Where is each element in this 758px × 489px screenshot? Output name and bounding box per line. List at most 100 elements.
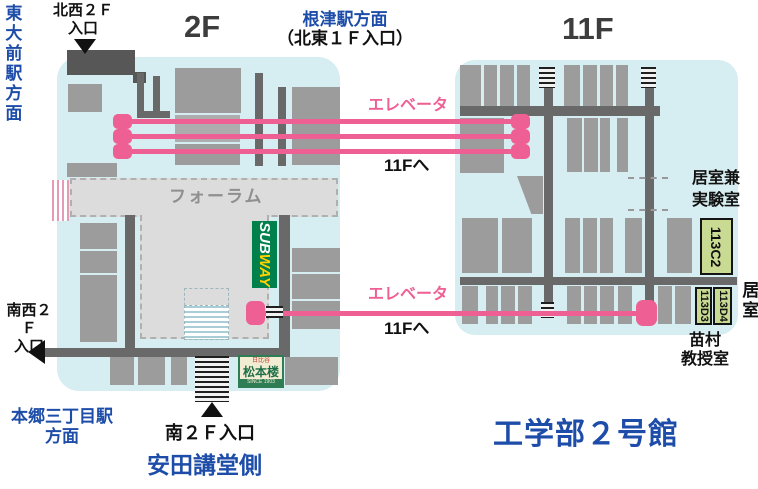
- direction-nezu-entrance-sub: （北東１Ｆ入口）: [277, 29, 413, 48]
- room-block: [616, 65, 628, 106]
- elevator-line: [128, 119, 523, 124]
- stairs-icon: [266, 306, 283, 318]
- entrance-block: [67, 50, 135, 75]
- elevator-dest-top: 11Fへ: [384, 156, 430, 175]
- room-113c2-label: 113C2: [708, 226, 725, 267]
- room-113d3-label: 113D3: [697, 290, 710, 322]
- entrance-northwest-label: 北西２Ｆ 入口: [52, 2, 113, 37]
- room-block: [583, 65, 597, 106]
- elevator-line: [128, 134, 523, 139]
- corridor: [137, 111, 170, 118]
- entrance-arrow-left-icon: [28, 340, 45, 364]
- room-block: [68, 84, 102, 112]
- corridor: [278, 87, 286, 166]
- corridor: [137, 73, 144, 117]
- room-113d3: 113D3: [695, 287, 712, 325]
- elevator-node: [511, 129, 530, 144]
- direction-hongo3-station: 本郷三丁目駅 方面: [11, 407, 113, 447]
- room-block: [583, 218, 597, 273]
- lab-rooms-label: 居室兼 実験室: [691, 170, 740, 209]
- room-block: [500, 65, 514, 106]
- room-block: [584, 118, 598, 172]
- room-block: [600, 218, 613, 273]
- building-name: 工学部２号館: [493, 418, 679, 451]
- room-block: [584, 286, 597, 324]
- room-block: [292, 248, 340, 272]
- room-block: [600, 65, 613, 106]
- elevator-label-bottom: エレベータ: [368, 286, 449, 303]
- room-block: [600, 286, 614, 324]
- entrance-arrow-up-icon: [201, 402, 223, 417]
- room-block: [502, 218, 532, 273]
- corridor: [645, 88, 654, 310]
- elevator-node: [113, 144, 132, 159]
- room-113d4: 113D4: [713, 287, 732, 325]
- stairs-icon: [52, 180, 69, 221]
- room-block: [567, 286, 581, 324]
- stairs-icon: [539, 67, 555, 88]
- elevator-node: [511, 114, 530, 129]
- room-block: [484, 65, 497, 106]
- room-113c2: 113C2: [700, 218, 733, 275]
- room-block: [675, 286, 691, 324]
- elevator-node: [511, 144, 530, 159]
- corridor: [460, 106, 660, 116]
- elevator-node: [113, 129, 132, 144]
- subway-sub: SUB: [256, 222, 274, 254]
- room-block: [175, 68, 241, 113]
- room-block: [285, 357, 338, 385]
- room-block: [67, 163, 117, 177]
- subway-way: WAY: [256, 253, 274, 287]
- room-block: [667, 218, 692, 273]
- room-block: [625, 218, 642, 273]
- room-block: [658, 286, 672, 324]
- corridor: [36, 348, 290, 357]
- professor-room-label: 苗村 教授室: [680, 332, 729, 369]
- direction-nezu-station: 根津駅方面: [302, 10, 388, 29]
- forum-label: フォーラム: [169, 187, 264, 206]
- room-block: [565, 218, 580, 273]
- elevator-node: [246, 301, 265, 325]
- direction-yasuda-auditorium: 安田講堂側: [147, 452, 262, 478]
- corridor: [153, 76, 160, 117]
- room-block: [600, 118, 610, 172]
- direction-todaimae-station: 東大前駅方面: [2, 4, 22, 124]
- corridor: [544, 88, 553, 310]
- room-block: [292, 274, 340, 299]
- room-block: [501, 286, 515, 324]
- stairs-icon: [195, 356, 229, 402]
- room-block: [564, 65, 580, 106]
- room-block: [518, 286, 532, 324]
- elevator-dest-bottom: 11Fへ: [384, 319, 430, 338]
- room-block: [171, 357, 187, 385]
- room-block: [462, 286, 478, 324]
- room-block: [517, 65, 530, 106]
- room-block: [618, 286, 632, 324]
- room-block: [617, 118, 628, 172]
- elevator-node: [636, 300, 657, 326]
- room-block: [80, 251, 117, 273]
- label-leader-line: [628, 177, 668, 179]
- elevator-line: [128, 149, 523, 154]
- elevator-node: [113, 114, 132, 129]
- room-block: [138, 357, 165, 385]
- living-rooms-label: 居室: [739, 281, 758, 321]
- stairs-icon: [641, 67, 656, 88]
- room-block: [175, 144, 240, 165]
- entrance-south-label: 南２Ｆ入口: [165, 423, 255, 443]
- subway-logo: SUBWAY: [252, 221, 277, 288]
- room-block: [110, 357, 134, 385]
- room-block: [567, 118, 582, 172]
- forum-area: [70, 178, 338, 217]
- elevator-label-top: エレベータ: [368, 97, 449, 114]
- room-block: [80, 275, 117, 342]
- subway-logo-text: SUBWAY: [256, 222, 273, 287]
- room-block: [80, 223, 117, 249]
- label-leader-line: [628, 209, 668, 211]
- room-113d4-label: 113D4: [716, 290, 729, 322]
- matsumotoro-name: 松本楼: [242, 364, 279, 379]
- matsumotoro-since: SINCE 1903: [240, 379, 282, 386]
- room-block: [460, 118, 504, 173]
- stairs-icon: [184, 305, 229, 340]
- room-block: [460, 65, 481, 106]
